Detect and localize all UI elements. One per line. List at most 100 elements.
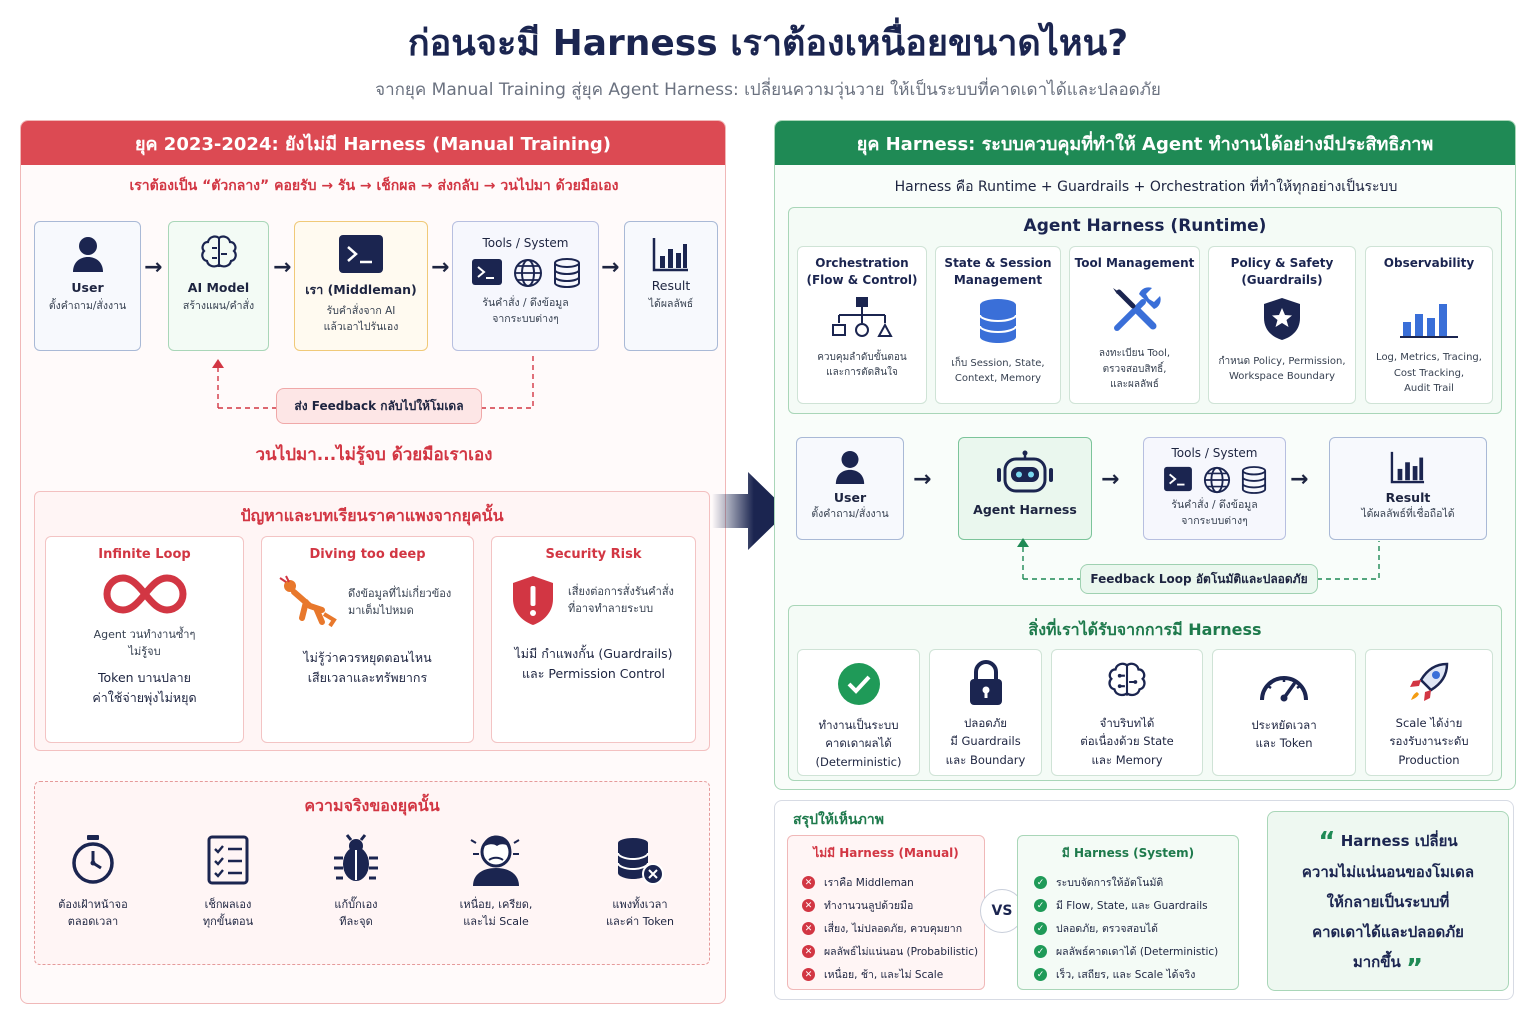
harness-feedback-pill: Feedback Loop อัตโนมัติและปลอดภัย (1080, 564, 1318, 594)
benefit-line2: รองรับงานระดับ (1389, 734, 1469, 749)
reality-item: ต้องเฝ้าหน้าจอ ตลอดเวลา (28, 834, 158, 930)
summary-item-text: เราคือ Middleman (824, 877, 914, 889)
runtime-desc2: Workspace Boundary (1229, 371, 1335, 383)
problem-card-infinite-loop: Infinite Loop Agent วนทำงานซ้ำๆ ไม่รู้จบ… (45, 536, 244, 743)
speedometer-icon (1260, 676, 1308, 702)
problem-title: Diving too deep (309, 547, 426, 562)
runtime-desc1: ลงทะเบียน Tool, (1098, 348, 1171, 360)
quote-text: มากขึ้น (1352, 953, 1401, 971)
runtime-orchestration: Orchestration (Flow & Control) ควบคุมลำด… (797, 246, 927, 404)
globe-icon (1203, 466, 1230, 494)
feedback-loop-lines (212, 356, 534, 409)
reality-item: แพงทั้งเวลา และค่า Token (575, 836, 705, 930)
lock-icon (969, 660, 1002, 705)
summary-item-text: เร็ว, เสถียร, และ Scale ได้จริง (1056, 969, 1196, 981)
summary-item-text: ปลอดภัย, ตรวจสอบได้ (1056, 923, 1158, 935)
versus-badge: VS (980, 889, 1024, 933)
harness-flow-tools-name: Tools / System (1171, 446, 1258, 460)
problem-text3: Token บานปลาย (98, 670, 191, 686)
runtime-desc1: ควบคุมลำดับขั้นตอน (817, 351, 907, 363)
benefit-line1: จำบริบทได้ (1099, 716, 1155, 730)
agent-harness-name: Agent Harness (973, 502, 1077, 517)
runtime-name1: Observability (1383, 256, 1475, 270)
flow-user-desc: ตั้งคำถาม/สั่งงาน (48, 300, 127, 312)
manual-era-header: ยุค 2023-2024: ยังไม่มี Harness (Manual … (21, 121, 725, 165)
problem-card-diving-too-deep: Diving too deep ดึงข้อมูลที่ไม่เกี่ยวข้อ… (261, 536, 474, 743)
harness-era-panel: ยุค Harness: ระบบควบคุมที่ทำให้ Agent ทำ… (774, 120, 1516, 790)
benefit-line3: และ Boundary (945, 752, 1026, 767)
reality-item: เหนื่อย, เครียด, และไม่ Scale (431, 830, 561, 930)
quote-line3: ให้กลายเป็นระบบที่ (1326, 893, 1450, 911)
problem-text1: ดึงข้อมูลที่ไม่เกี่ยวข้อง (348, 586, 452, 600)
database-icon (553, 258, 580, 288)
brain-icon (1108, 662, 1146, 697)
harness-flow-user-desc: ตั้งคำถาม/สั่งงาน (811, 508, 889, 520)
arrow-icon: → (601, 255, 620, 280)
manual-loop-text: วนไปมา...ไม่รู้จบ ด้วยมือเราเอง (255, 445, 493, 465)
summary-with-harness: มี Harness (System) ✓ระบบจัดการให้อัตโนม… (1017, 835, 1239, 990)
problem-text2: ที่อาจทำลายระบบ (568, 602, 654, 615)
summary-without-item: ✕เสี่ยง, ไม่ปลอดภัย, ควบคุมยาก (802, 917, 984, 940)
summary-title: สรุปให้เห็นภาพ (793, 812, 884, 828)
flow-result-box: Result ได้ผลลัพธ์ (624, 221, 718, 351)
flowchart-icon (832, 296, 893, 337)
problem-text1: Agent วนทำงานซ้ำๆ (93, 628, 196, 641)
runtime-name1: Orchestration (815, 256, 909, 270)
runtime-name2: Management (953, 273, 1043, 288)
harness-flow-result-box: Result ได้ผลลัพธ์ที่เชื่อถือได้ (1329, 437, 1487, 540)
runtime-name2: (Flow & Control) (806, 273, 918, 288)
reality-line2: ตลอดเวลา (67, 915, 119, 929)
flow-middleman-desc2: แล้วเอาไปรันเอง (323, 320, 399, 333)
infinity-icon (103, 574, 186, 614)
bar-chart-icon (652, 238, 688, 272)
agent-harness-box: Agent Harness (958, 437, 1092, 540)
runtime-desc3: Audit Trail (1404, 383, 1454, 395)
x-circle-icon: ✕ (802, 968, 815, 981)
database-icon (1241, 466, 1266, 494)
x-circle-icon: ✕ (802, 945, 815, 958)
flow-middleman-desc1: รับคำสั่งจาก AI (326, 305, 396, 317)
reality-line2: ทุกขั้นตอน (202, 915, 254, 929)
harness-flow-tools-box: Tools / System รันคำสั่ง / ดึงข้อมูล จาก… (1143, 437, 1286, 540)
runtime-name1: Tool Management (1074, 256, 1195, 270)
arrow-icon: → (144, 255, 163, 280)
quote-line1: “ Harness เปลี่ยน (1268, 826, 1508, 857)
runtime-name1: State & Session (944, 256, 1052, 270)
reality-section: ความจริงของยุคนั้น ต้องเฝ้าหน้าจอ ตลอดเว… (34, 781, 710, 965)
problem-title: Security Risk (545, 547, 642, 562)
summary-without-item: ✕ เราคือ Middleman (802, 871, 984, 894)
runtime-section: Agent Harness (Runtime) Orchestration (F… (788, 207, 1502, 414)
x-circle-icon: ✕ (802, 876, 815, 889)
runtime-tool-management: Tool Management ลงทะเบียน Tool, ตรวจสอบส… (1069, 246, 1200, 404)
benefit-card: Scale ได้ง่าย รองรับงานระดับ Production (1365, 649, 1493, 776)
runtime-desc2: Cost Tracking, (1393, 367, 1465, 379)
check-circle-icon: ✓ (1034, 876, 1047, 889)
bug-icon (334, 834, 378, 881)
problem-text4: ค่าใช้จ่ายพุ่งไม่หยุด (92, 690, 197, 706)
problem-card-security-risk: Security Risk เสี่ยงต่อการสั่งรันคำสั่ง … (491, 536, 696, 743)
terminal-icon (471, 259, 502, 285)
flow-user-box: User ตั้งคำถาม/สั่งงาน (34, 221, 141, 351)
summary-item-text: ระบบจัดการให้อัตโนมัติ (1056, 877, 1164, 889)
runtime-desc1: เก็บ Session, State, (951, 357, 1045, 369)
terminal-icon (1163, 466, 1192, 492)
benefit-line2: คาดเดาผลได้ (825, 736, 892, 751)
problem-text4: เสียเวลาและทรัพยากร (307, 670, 428, 685)
runtime-desc1: กำหนด Policy, Permission, (1218, 355, 1346, 367)
harness-era-tagline: Harness คือ Runtime + Guardrails + Orche… (894, 179, 1398, 195)
flow-middleman-box: เรา (Middleman) รับคำสั่งจาก AI แล้วเอาไ… (294, 221, 428, 351)
bar-chart-icon (1400, 304, 1458, 339)
harness-feedback-lines (1017, 538, 1380, 580)
flow-result-name: Result (651, 278, 691, 293)
reality-item: แก้บั๊กเอง ทีละจุด (291, 834, 421, 930)
harness-flow-tools-desc1: รันคำสั่ง / ดึงข้อมูล (1171, 499, 1258, 511)
flow-middleman-name: เรา (Middleman) (305, 282, 417, 297)
problem-text3: ไม่มี กำแพงกั้น (Guardrails) (514, 646, 673, 661)
runtime-desc3: และผลลัพธ์ (1110, 379, 1159, 391)
manual-feedback-pill: ส่ง Feedback กลับไปให้โมเดล (276, 388, 482, 424)
diver-icon (279, 575, 337, 628)
reality-line2: ทีละจุด (339, 915, 373, 929)
benefits-section: สิ่งที่เราได้รับจากการมี Harness ทำงานเป… (788, 605, 1502, 781)
runtime-state-session: State & Session Management เก็บ Session,… (935, 246, 1061, 404)
summary-without-item: ✕เหนื่อย, ช้า, และไม่ Scale (802, 963, 984, 986)
